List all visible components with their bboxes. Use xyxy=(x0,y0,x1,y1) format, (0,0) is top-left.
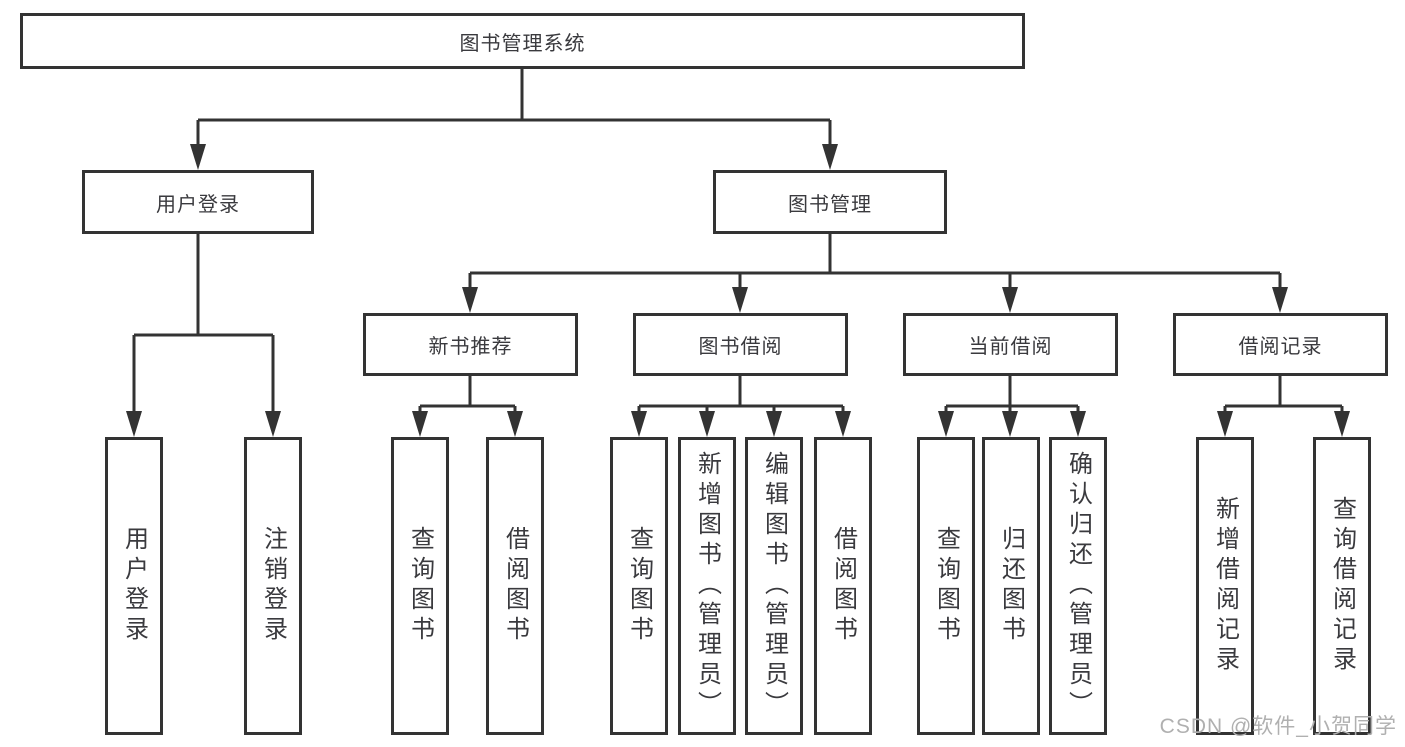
leaf-borrow-query-books: 查询图书 xyxy=(610,437,668,735)
leaf-record-query-borrow-record: 查询借阅记录 xyxy=(1313,437,1371,735)
leaf-user-login: 用户登录 xyxy=(105,437,163,735)
leaf-borrow-add-books-admin: 新增图书（管理员） xyxy=(678,437,736,735)
node-new-book-recommend: 新书推荐 xyxy=(363,313,578,376)
node-library-management-system: 图书管理系统 xyxy=(20,13,1025,69)
arrowheads xyxy=(126,144,1350,437)
leaf-borrow-edit-books-admin: 编辑图书（管理员） xyxy=(745,437,803,735)
leaf-current-return-books: 归还图书 xyxy=(982,437,1040,735)
leaf-current-confirm-return-admin: 确认归还（管理员） xyxy=(1049,437,1107,735)
leaf-record-add-borrow-record: 新增借阅记录 xyxy=(1196,437,1254,735)
leaf-rec-borrow-books: 借阅图书 xyxy=(486,437,544,735)
leaf-rec-query-books: 查询图书 xyxy=(391,437,449,735)
node-borrowing-records: 借阅记录 xyxy=(1173,313,1388,376)
node-book-management: 图书管理 xyxy=(713,170,947,234)
leaf-borrow-borrow-books: 借阅图书 xyxy=(814,437,872,735)
csdn-watermark: CSDN @软件_小贺同学 xyxy=(1159,715,1397,738)
leaf-current-query-books: 查询图书 xyxy=(917,437,975,735)
node-current-borrowing: 当前借阅 xyxy=(903,313,1118,376)
node-user-login: 用户登录 xyxy=(82,170,314,234)
node-book-borrowing: 图书借阅 xyxy=(633,313,848,376)
leaf-logout: 注销登录 xyxy=(244,437,302,735)
